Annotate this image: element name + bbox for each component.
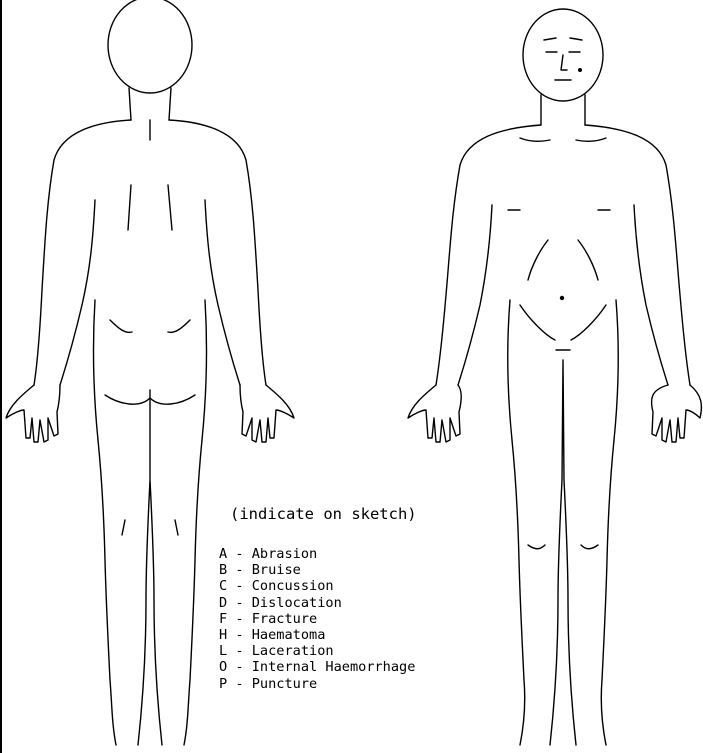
injury-legend: (indicate on sketch) A - Abrasion B - Br… [219,504,417,692]
eyebrow [544,38,556,40]
front-view-body-outline[interactable] [400,0,703,753]
neck-line [169,88,171,120]
legend-item-haematoma: H - Haematoma [219,627,325,643]
torso-outline [436,125,690,385]
waist-lines [110,320,190,332]
right-arm-inner [634,205,668,385]
legend-list: A - Abrasion B - Bruise C - Concussion D… [219,546,417,692]
knee-mark [122,520,125,535]
right-hand [240,385,294,442]
collarbone [576,138,606,141]
shoulder-blade-mark [128,185,131,230]
legend-item-laceration: L - Laceration [219,643,334,659]
navel [560,296,564,300]
knee-mark [581,545,598,549]
ribcage-line [528,240,598,280]
eyebrow [570,38,582,40]
right-arm-inner [205,200,240,385]
left-hand [408,385,461,442]
collarbone [520,138,550,141]
legend-item-dislocation: D - Dislocation [219,595,342,611]
neck-line [129,88,131,120]
torso-outline [34,120,266,385]
left-arm-inner [60,200,95,385]
left-hand [6,385,60,442]
legs-outline [94,300,207,745]
nose [561,55,567,70]
legend-item-abrasion: A - Abrasion [219,546,317,562]
groin-lines [520,305,606,350]
head-outline [108,0,192,93]
knee-mark [175,520,178,535]
legend-item-fracture: F - Fracture [219,611,317,627]
face-mark [578,68,582,72]
legend-item-bruise: B - Bruise [219,562,301,578]
legend-title: (indicate on sketch) [230,505,417,523]
legs-outline [508,300,618,745]
legend-item-puncture: P - Puncture [219,676,317,692]
legend-item-internal-haemorrhage: O - Internal Haemorrhage [219,659,415,675]
right-hand [652,385,702,442]
left-arm-inner [458,205,492,385]
shoulder-blade-mark [168,185,172,230]
legend-item-concussion: C - Concussion [219,578,334,594]
knee-mark [528,545,545,549]
